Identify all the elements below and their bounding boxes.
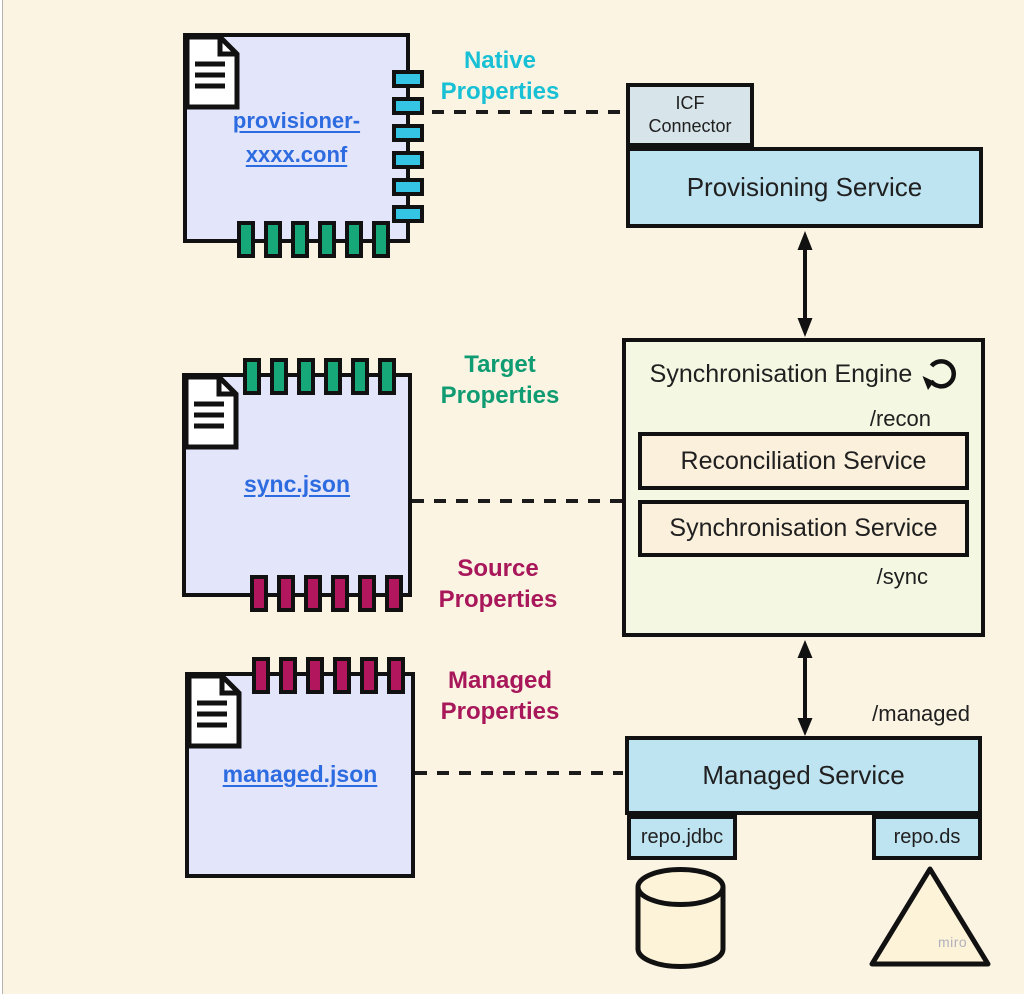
file-icon xyxy=(184,34,240,110)
connector-managed-service xyxy=(415,771,623,775)
green-pin xyxy=(351,358,369,395)
managed-service-box: Managed Service xyxy=(625,736,982,815)
connector-provisioner-icf xyxy=(432,110,626,114)
repo-jdbc-box: repo.jdbc xyxy=(627,815,737,860)
page-edge xyxy=(0,0,3,994)
engine-title: Synchronisation Engine xyxy=(649,359,913,388)
repo-ds-box: repo.ds xyxy=(872,815,982,860)
managed-path-label: /managed xyxy=(872,701,970,726)
source-properties-label: Source Properties xyxy=(438,555,558,613)
miro-watermark: miro xyxy=(938,934,968,950)
source-properties-pins xyxy=(250,575,403,612)
engine-title-row: Synchronisation Engine xyxy=(626,356,981,392)
cyan-pin xyxy=(392,70,424,88)
magenta-pin xyxy=(385,575,403,612)
green-pin xyxy=(372,221,390,258)
green-pin xyxy=(297,358,315,395)
green-pin xyxy=(345,221,363,258)
magenta-pin xyxy=(252,657,270,694)
cyan-pin xyxy=(392,97,424,115)
icf-label: ICF xyxy=(675,92,705,113)
managed-properties-pins xyxy=(252,657,405,694)
green-pin xyxy=(378,358,396,395)
provisioner-conf-link[interactable]: provisioner- xxxx.conf xyxy=(187,37,406,239)
sync-path-label: /sync xyxy=(876,564,928,589)
repo-jdbc-label: repo.jdbc xyxy=(640,826,724,848)
icf-label: Connector xyxy=(648,116,732,136)
database-cylinder-icon xyxy=(635,867,726,969)
cyan-pin xyxy=(392,205,424,223)
sync-json-link[interactable]: sync.json xyxy=(186,377,408,593)
target-properties-pins xyxy=(243,358,396,395)
managed-properties-label: Managed Properties xyxy=(440,667,560,725)
doc-sync-json: sync.json xyxy=(182,358,412,612)
magenta-pin xyxy=(387,657,405,694)
target-properties-label: Target Properties xyxy=(440,351,560,409)
repo-ds-label: repo.ds xyxy=(893,826,961,848)
green-pin xyxy=(318,221,336,258)
green-pin xyxy=(270,358,288,395)
green-pin xyxy=(237,221,255,258)
icf-connector-box: ICF Connector xyxy=(626,83,754,147)
link-line: xxxx.conf xyxy=(245,142,348,167)
managed-json-link[interactable]: managed.json xyxy=(189,676,411,874)
link-line: provisioner- xyxy=(232,107,361,133)
green-pin xyxy=(264,221,282,258)
link-line: managed.json xyxy=(222,761,378,788)
synchronisation-service-box: Synchronisation Service xyxy=(638,500,969,557)
doc-managed-json: managed.json xyxy=(185,657,415,878)
managed-service-label: Managed Service xyxy=(702,760,905,790)
magenta-pin xyxy=(360,657,378,694)
provisioning-service-label: Provisioning Service xyxy=(686,172,923,202)
doc-provisioner-conf: provisioner- xxxx.conf xyxy=(183,33,424,258)
file-icon xyxy=(183,374,239,450)
synchronisation-engine-box: Synchronisation Engine /recon Reconcilia… xyxy=(622,338,985,637)
magenta-pin xyxy=(277,575,295,612)
magenta-pin xyxy=(279,657,297,694)
cyan-pin xyxy=(392,178,424,196)
double-arrow-engine-managed xyxy=(797,640,813,736)
recon-path-label: /recon xyxy=(869,406,931,431)
green-pin xyxy=(243,358,261,395)
green-pin xyxy=(324,358,342,395)
target-properties-pins xyxy=(237,221,390,258)
file-icon xyxy=(186,673,242,749)
magenta-pin xyxy=(333,657,351,694)
synchronisation-service-label: Synchronisation Service xyxy=(669,514,938,542)
cyan-pin xyxy=(392,151,424,169)
green-pin xyxy=(291,221,309,258)
magenta-pin xyxy=(331,575,349,612)
magenta-pin xyxy=(304,575,322,612)
reconciliation-service-box: Reconciliation Service xyxy=(638,432,969,490)
cycle-icon xyxy=(922,359,957,390)
double-arrow-provisioning-engine xyxy=(797,231,813,337)
link-line: sync.json xyxy=(243,471,351,498)
magenta-pin xyxy=(358,575,376,612)
provisioning-service-box: Provisioning Service xyxy=(626,147,983,228)
cyan-pin xyxy=(392,124,424,142)
directory-triangle-icon xyxy=(869,866,991,967)
native-properties-pins xyxy=(392,70,424,223)
reconciliation-service-label: Reconciliation Service xyxy=(680,446,927,475)
connector-sync-engine xyxy=(412,499,622,503)
magenta-pin xyxy=(250,575,268,612)
native-properties-label: Native Properties xyxy=(440,47,560,105)
magenta-pin xyxy=(306,657,324,694)
